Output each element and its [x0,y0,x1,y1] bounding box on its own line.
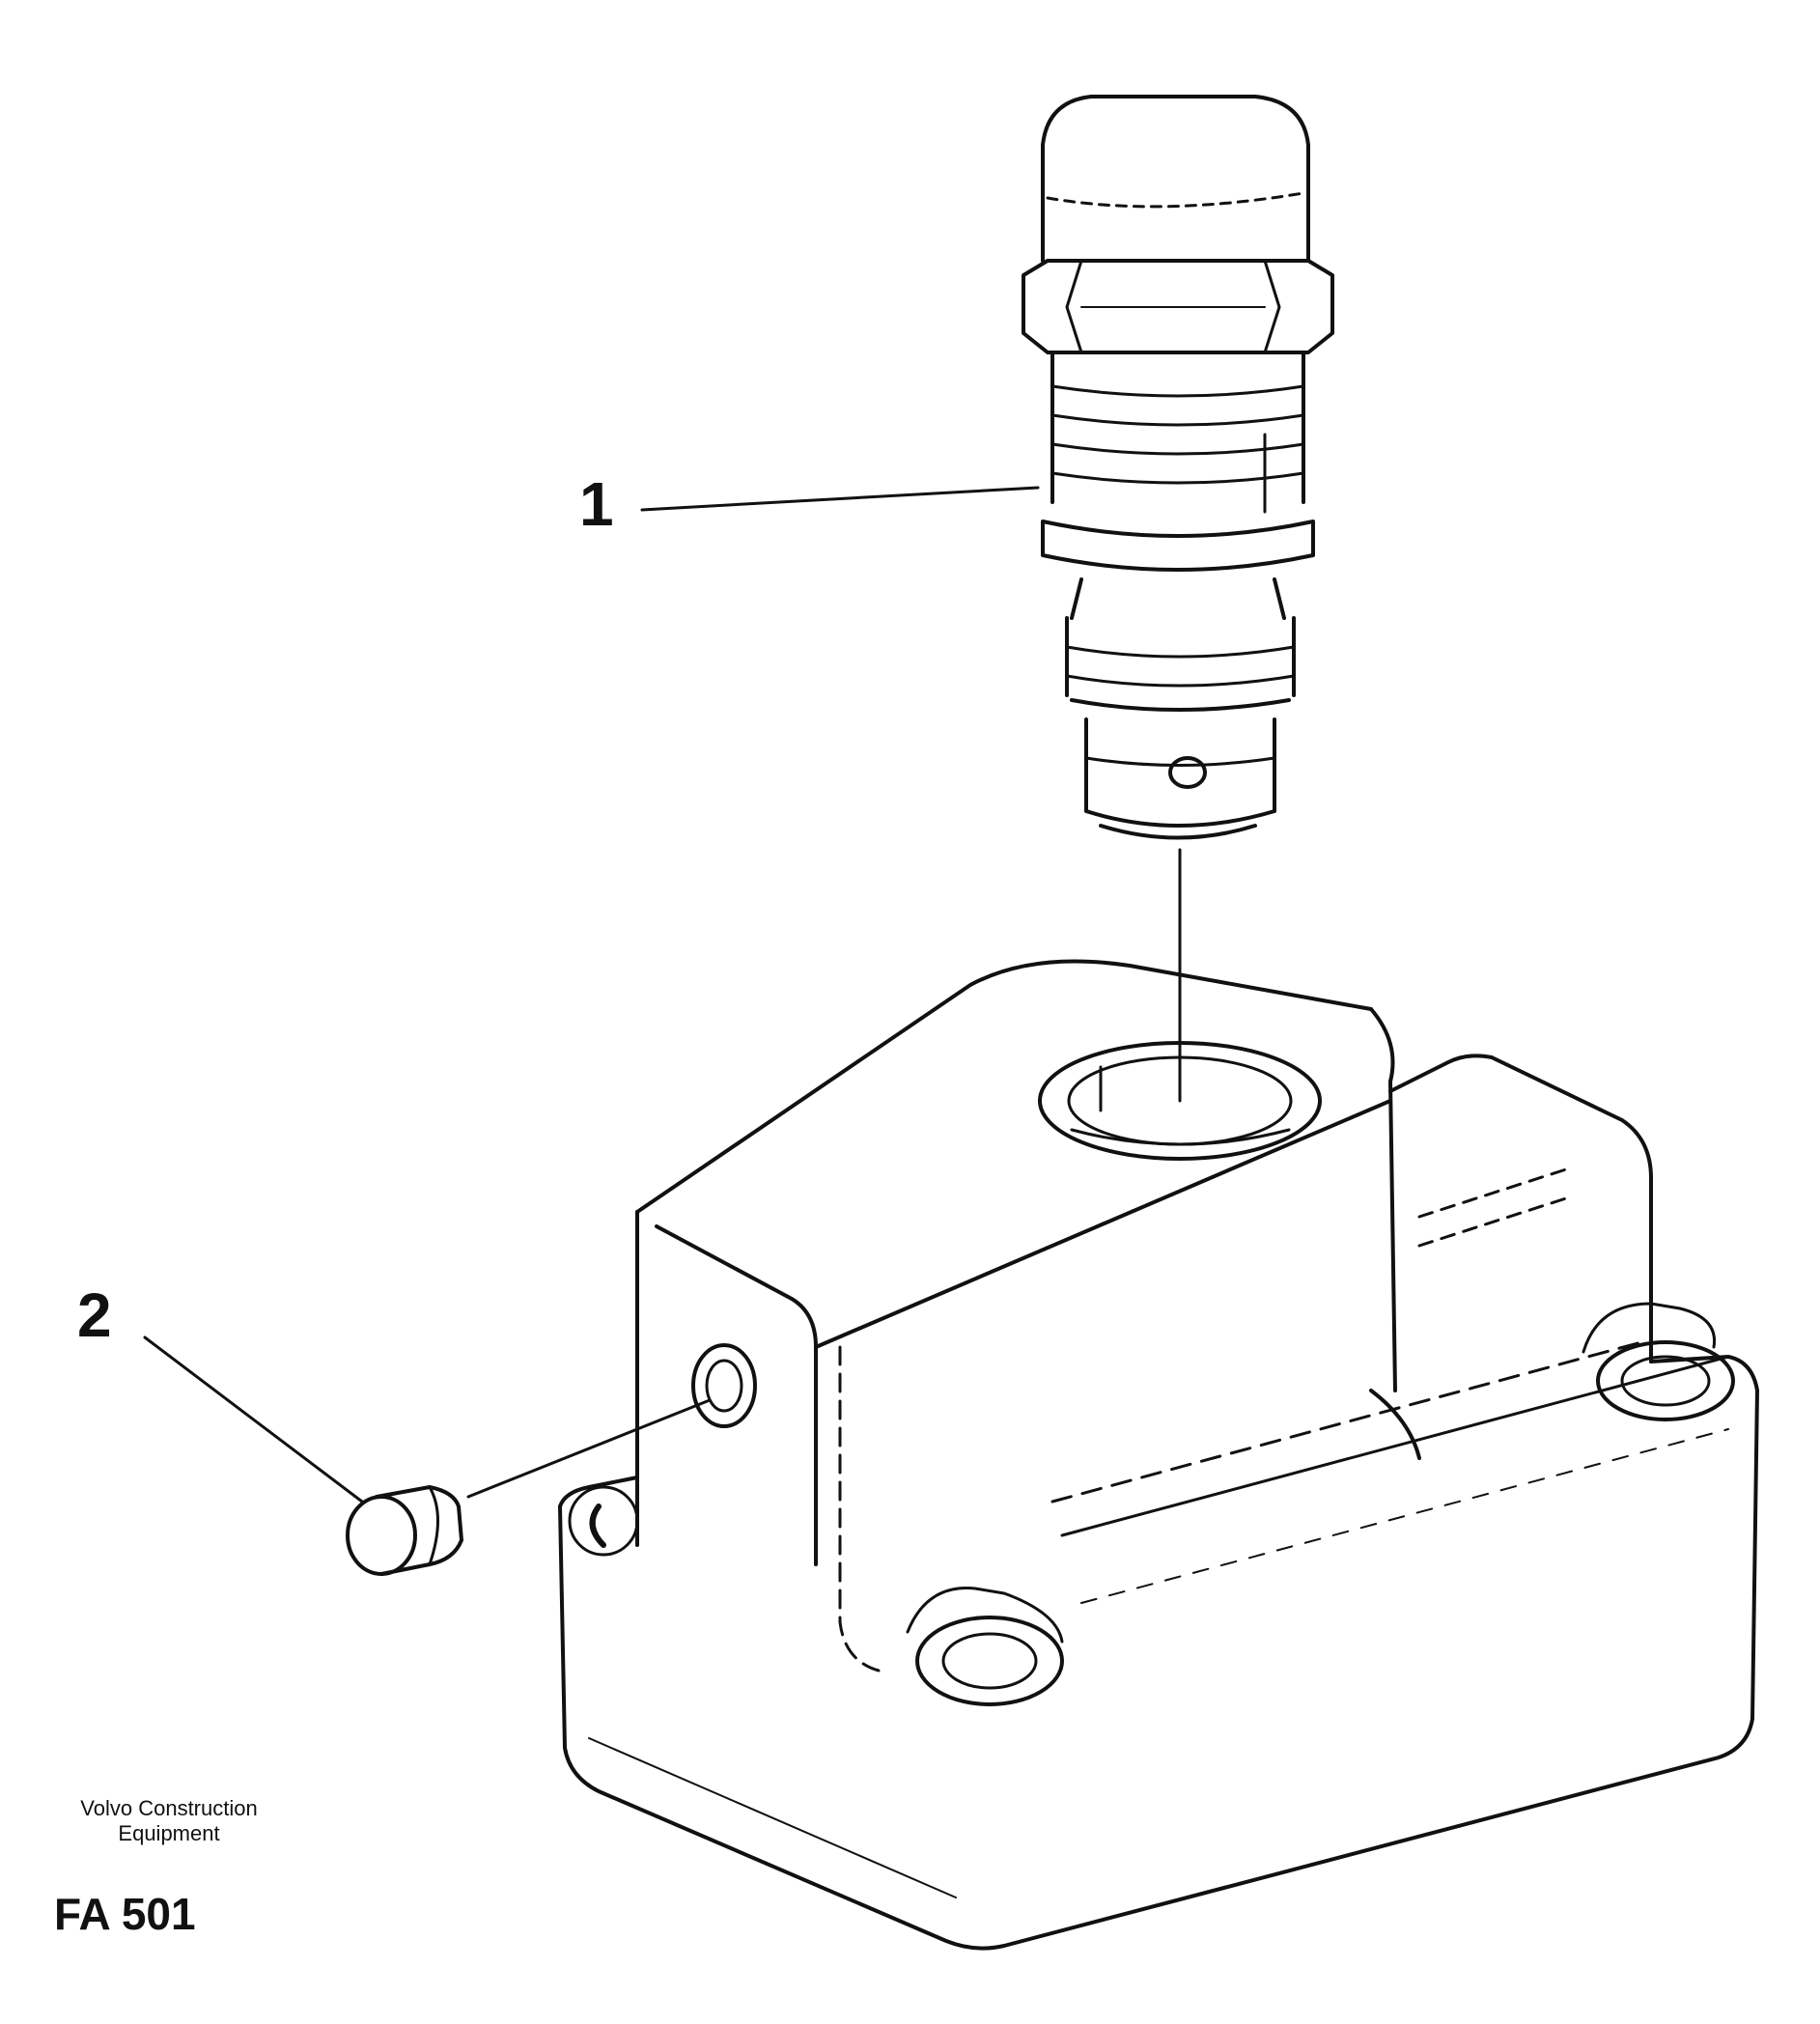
figure-code: FA 501 [54,1889,196,1939]
valve-cartridge-part-1 [1022,95,1334,840]
company-line-1: Volvo Construction [80,1796,258,1820]
company-caption: Volvo Construction Equipment [29,1796,309,1847]
callout-number-2: 2 [77,1280,112,1350]
assembly-line-part-2 [466,1398,712,1499]
company-line-2: Equipment [118,1821,220,1846]
leader-line-1 [640,486,1040,512]
plug-part-2 [346,1485,463,1576]
valve-housing-block [558,959,1759,1951]
callout-number-1: 1 [579,469,614,539]
leader-line-2 [143,1335,364,1504]
